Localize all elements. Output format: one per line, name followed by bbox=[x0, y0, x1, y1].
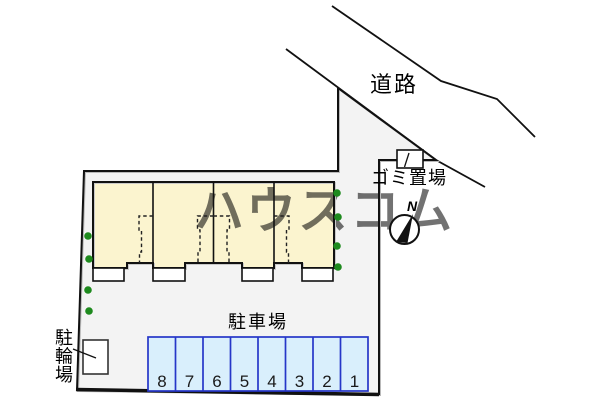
stall-number: 6 bbox=[212, 372, 221, 391]
north-letter: N bbox=[407, 198, 418, 214]
unit3-dashed-closet bbox=[213, 215, 231, 263]
garbage-box bbox=[396, 149, 424, 169]
tree-icon bbox=[333, 189, 341, 197]
bicycle-label-char: 場 bbox=[55, 365, 73, 385]
tree-markers bbox=[84, 189, 342, 315]
road-far-edge-line bbox=[331, 5, 536, 138]
parking-label: 駐車場 bbox=[228, 312, 288, 332]
tree-icon bbox=[334, 213, 342, 221]
stall-number: 5 bbox=[240, 372, 249, 391]
stall-number: 3 bbox=[295, 372, 304, 391]
tree-icon bbox=[85, 255, 93, 263]
entrance-porch-1 bbox=[92, 267, 125, 282]
tree-icon bbox=[85, 307, 93, 315]
parking-stall-dividers bbox=[174, 337, 342, 391]
tree-icon bbox=[84, 286, 92, 294]
entrance-porch-3 bbox=[241, 267, 274, 282]
garbage-leader-line bbox=[403, 152, 410, 168]
tree-icon bbox=[84, 232, 92, 240]
unit1-dashed-closet bbox=[138, 215, 153, 263]
entrance-porch-2 bbox=[152, 267, 186, 282]
stall-number: 7 bbox=[185, 372, 194, 391]
bicycle-label-char: 駐 bbox=[55, 328, 73, 348]
stall-number: 8 bbox=[157, 372, 166, 391]
tree-icon bbox=[334, 263, 342, 271]
stall-number: 4 bbox=[267, 372, 276, 391]
tree-icon bbox=[333, 242, 341, 250]
bicycle-box bbox=[82, 339, 109, 375]
bicycle-label-vertical: 駐 輪 場 bbox=[55, 328, 73, 385]
compass-needle-icon bbox=[396, 214, 413, 243]
bicycle-label-char: 輪 bbox=[55, 347, 73, 367]
garbage-area-group: ゴミ置場 bbox=[371, 149, 447, 188]
parking-group: 駐車場 8 7 6 5 4 3 2 1 bbox=[147, 312, 369, 392]
stall-number: 1 bbox=[350, 372, 359, 391]
unit4-dashed-closet bbox=[274, 215, 290, 263]
road-label: 道路 bbox=[370, 72, 418, 97]
garbage-label: ゴミ置場 bbox=[371, 168, 447, 188]
building-group bbox=[92, 181, 335, 282]
parking-stall-numbers: 8 7 6 5 4 3 2 1 bbox=[157, 372, 359, 391]
entrance-porch-4 bbox=[301, 267, 334, 282]
stall-number: 2 bbox=[322, 372, 331, 391]
north-compass: N bbox=[389, 198, 420, 245]
road-near-edge-line bbox=[285, 48, 486, 188]
bicycle-area-group: 駐 輪 場 bbox=[55, 328, 109, 385]
site-boundary-bottom-thick bbox=[75, 387, 380, 397]
road-group: 道路 bbox=[285, 5, 536, 188]
unit2-dashed-closet bbox=[196, 215, 214, 263]
bicycle-leader-line bbox=[72, 348, 97, 359]
